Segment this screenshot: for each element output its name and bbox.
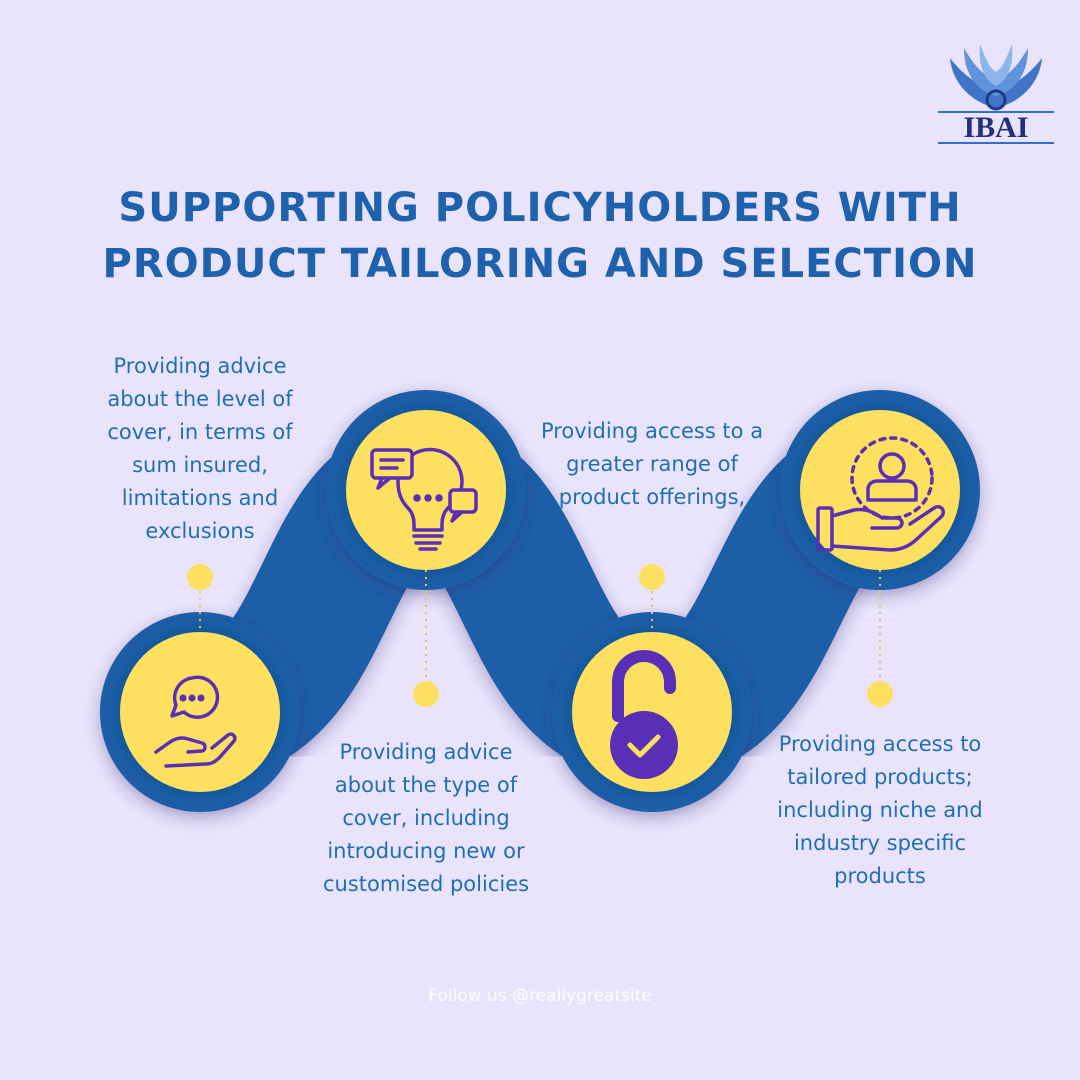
page-title: SUPPORTING POLICYHOLDERS WITH PRODUCT TA… [0, 180, 1080, 292]
connector-dot-1 [187, 564, 213, 590]
wing-emblem-icon [950, 44, 1042, 111]
ibai-logo: IBAI [938, 44, 1054, 144]
unlocked-padlock-check-icon [610, 650, 678, 779]
lightbulb-chat-icon [370, 447, 478, 551]
step-caption-3: Providing access to a greater range of p… [540, 419, 764, 509]
hand-chat-icon [154, 675, 237, 768]
step-caption-4: Providing access to tailored products; i… [777, 732, 983, 888]
title-line-2: PRODUCT TAILORING AND SELECTION [102, 241, 978, 287]
footer-text: Follow us @reallygreatsite [428, 986, 652, 1006]
connector-dot-4 [867, 681, 893, 707]
connector-dot-3 [639, 564, 665, 590]
connector-dot-2 [413, 681, 439, 707]
step-caption-1: Providing advice about the level of cove… [107, 354, 293, 543]
step-caption-2: Providing advice about the type of cover… [322, 740, 530, 896]
step-circle-2 [346, 410, 506, 570]
title-line-1: SUPPORTING POLICYHOLDERS WITH [118, 185, 962, 231]
step-circle-4 [800, 410, 960, 570]
wave-path [130, 419, 950, 783]
logo-text: IBAI [963, 111, 1028, 144]
hand-person-icon [816, 436, 946, 552]
step-circle-1 [120, 632, 280, 792]
